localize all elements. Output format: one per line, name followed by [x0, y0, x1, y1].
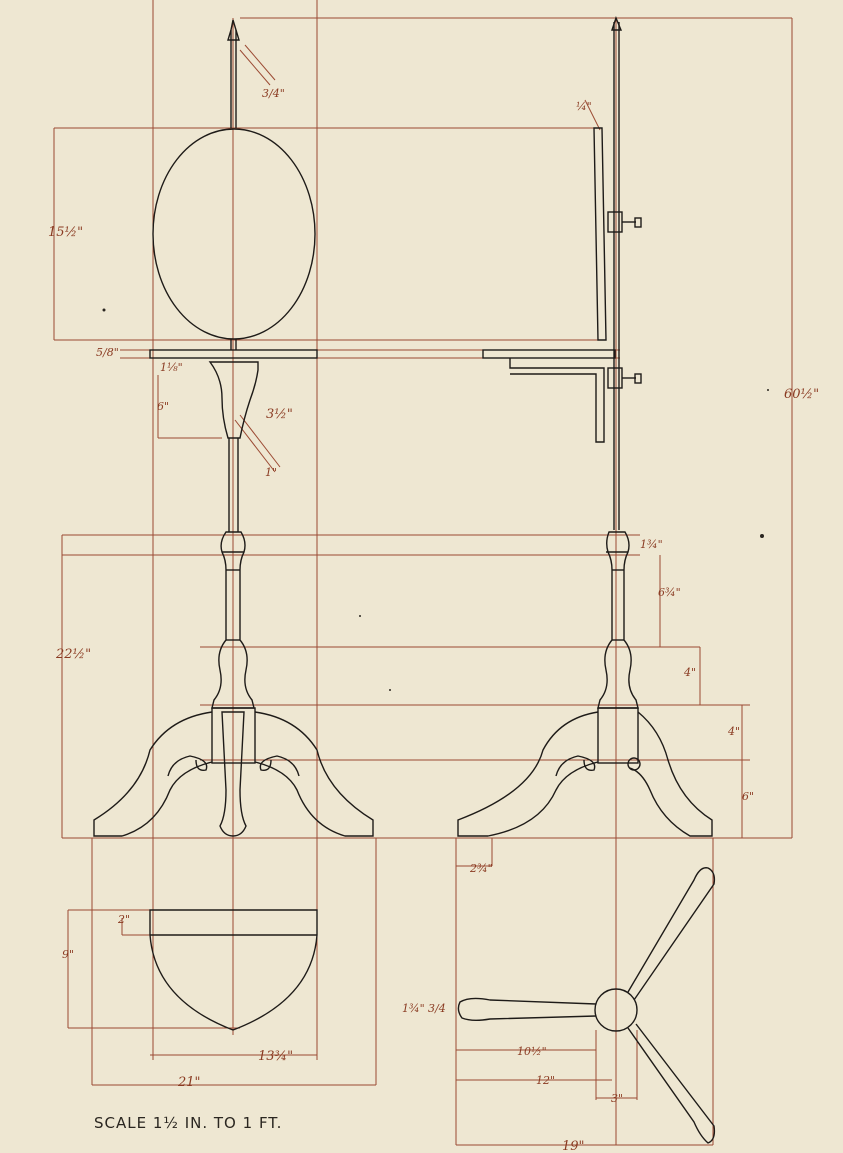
base-plan — [457, 867, 716, 1144]
dim-stem: 1" — [265, 466, 277, 479]
dim-collar: 1¾" — [640, 538, 663, 551]
dim-urn: 4" — [683, 666, 696, 679]
dim-overall-height: 60½" — [784, 387, 819, 402]
dim-foot-thick-b: 3/4 — [428, 1002, 446, 1015]
top-plan — [149, 909, 318, 1031]
dim-plan-depth: 9" — [62, 948, 74, 961]
dim-bracket-width: 3½" — [266, 407, 293, 422]
dim-foot-thick-a: 1¾" — [402, 1002, 425, 1015]
side-elevation — [457, 16, 713, 837]
hub — [594, 988, 638, 1032]
dim-plan-inner: 13¾" — [258, 1049, 293, 1064]
dim-bracket-height: 6" — [157, 400, 169, 413]
scale-caption: SCALE 1½ IN. TO 1 FT. — [94, 1114, 282, 1132]
oval-mirror — [152, 128, 316, 340]
ink-specks — [102, 308, 769, 691]
front-elevation — [93, 19, 374, 837]
dim-block: 4" — [727, 725, 740, 738]
dim-leg-span: 12" — [536, 1074, 555, 1087]
dim-leg-reach: 10½" — [517, 1045, 547, 1058]
dim-feet: 6" — [742, 790, 754, 803]
dim-drawer-gap: 1⅛" — [160, 361, 183, 374]
dim-base-span: 19" — [562, 1139, 585, 1153]
dim-foot-depth: 2¾" — [469, 862, 493, 875]
dim-shaft: 6¾" — [658, 586, 681, 599]
table-top — [149, 349, 318, 359]
dim-plan-overall: 21" — [177, 1075, 201, 1090]
construction-lines — [53, 0, 793, 1146]
side-table-top — [482, 349, 616, 359]
dim-top-thickness: 5/8" — [96, 346, 119, 359]
dim-mirror-height: 15½" — [48, 225, 83, 240]
dimension-labels: 3/4" 15½" 5/8" 1⅛" 6" 3½" 1" 60½" 22½" 1… — [48, 87, 819, 1153]
dim-column-height: 22½" — [55, 647, 91, 662]
dim-mirror-gap: ¼" — [576, 100, 592, 113]
dim-hub: 3" — [611, 1092, 623, 1105]
dim-finial: 3/4" — [262, 87, 285, 100]
dim-plan-rim: 2" — [117, 913, 130, 926]
